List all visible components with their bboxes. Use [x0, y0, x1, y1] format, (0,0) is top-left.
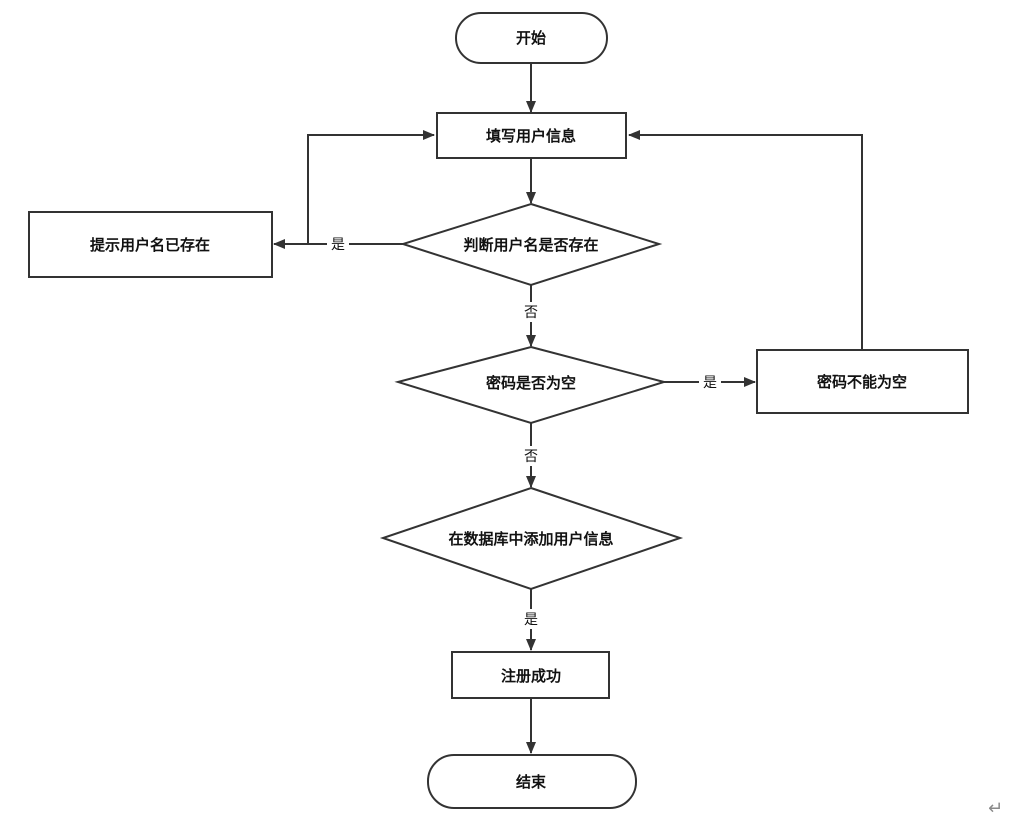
node-password-empty: 密码不能为空 — [756, 349, 969, 414]
edge-label-check-password-no: 否 — [520, 446, 542, 466]
edge-label-check-username-no: 否 — [520, 302, 542, 322]
node-fill-info-label: 填写用户信息 — [486, 127, 576, 145]
edge-label-check-password-no-text: 否 — [524, 449, 538, 465]
node-username-exists-label: 提示用户名已存在 — [90, 236, 210, 254]
node-fill-info: 填写用户信息 — [436, 112, 627, 159]
node-start: 开始 — [455, 12, 608, 64]
node-check-password: 密码是否为空 — [394, 345, 668, 425]
node-check-password-label: 密码是否为空 — [486, 374, 576, 392]
edge-username-exists-loop — [307, 130, 435, 244]
paragraph-mark-icon: ↵ — [988, 798, 1004, 819]
edge-label-check-username-yes: 是 — [327, 234, 349, 254]
node-register-success-label: 注册成功 — [501, 667, 561, 685]
edge-label-check-password-yes-text: 是 — [703, 375, 717, 391]
node-username-exists: 提示用户名已存在 — [28, 211, 273, 278]
node-end-label: 结束 — [516, 773, 547, 791]
edge-label-check-password-yes: 是 — [699, 372, 721, 392]
node-password-empty-label: 密码不能为空 — [817, 373, 907, 391]
edge-label-add-to-db-yes-text: 是 — [524, 612, 538, 628]
node-end: 结束 — [427, 754, 637, 809]
edge-label-check-username-yes-text: 是 — [331, 237, 345, 253]
node-add-to-db-label: 在数据库中添加用户信息 — [448, 530, 613, 548]
node-check-username: 判断用户名是否存在 — [399, 202, 663, 287]
node-start-label: 开始 — [516, 29, 546, 47]
edge-label-check-username-no-text: 否 — [524, 305, 538, 321]
node-check-username-label: 判断用户名是否存在 — [463, 236, 598, 254]
edge-label-add-to-db-yes: 是 — [520, 609, 542, 629]
edge-password-empty-loop — [628, 130, 863, 349]
node-add-to-db: 在数据库中添加用户信息 — [379, 486, 684, 591]
node-register-success: 注册成功 — [451, 651, 610, 699]
